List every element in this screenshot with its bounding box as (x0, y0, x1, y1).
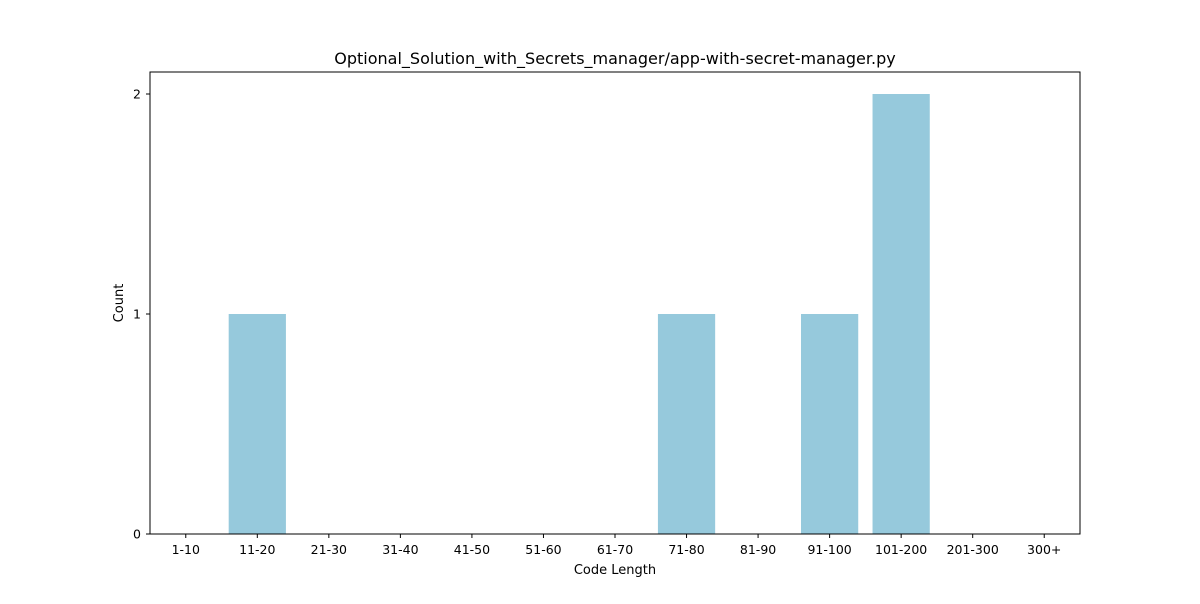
bar-11-20 (228, 314, 286, 534)
x-axis-ticks: 1-10 11-20 21-30 31-40 41-50 51-60 61-70 71-80 8… (172, 534, 1061, 557)
bars-group (228, 94, 930, 534)
bar-71-80 (657, 314, 716, 534)
x-tick-label: 31-40 (382, 542, 418, 557)
y-tick-label: 2 (133, 87, 141, 102)
x-tick-label: 101-200 (875, 542, 927, 557)
x-tick-label: 41-50 (454, 542, 490, 557)
x-tick-label: 201-300 (947, 542, 999, 557)
x-tick-label: 81-90 (740, 542, 776, 557)
y-axis-ticks: 0 1 2 (133, 87, 150, 542)
y-axis-label: Count (112, 284, 127, 323)
x-tick-label: 300+ (1027, 542, 1061, 557)
bar-101-200 (872, 94, 930, 534)
y-tick-label: 1 (133, 307, 141, 322)
chart-title: Optional_Solution_with_Secrets_manager/a… (334, 49, 895, 69)
x-tick-label: 21-30 (311, 542, 347, 557)
x-tick-label: 11-20 (239, 542, 275, 557)
x-tick-label: 1-10 (172, 542, 200, 557)
y-tick-label: 0 (133, 527, 141, 542)
bar-91-100 (801, 314, 859, 534)
x-tick-label: 51-60 (525, 542, 561, 557)
x-tick-label: 61-70 (597, 542, 633, 557)
plot-frame (149, 71, 1081, 535)
x-tick-label: 71-80 (668, 542, 704, 557)
x-axis-label: Code Length (574, 563, 656, 578)
x-tick-label: 91-100 (807, 542, 851, 557)
